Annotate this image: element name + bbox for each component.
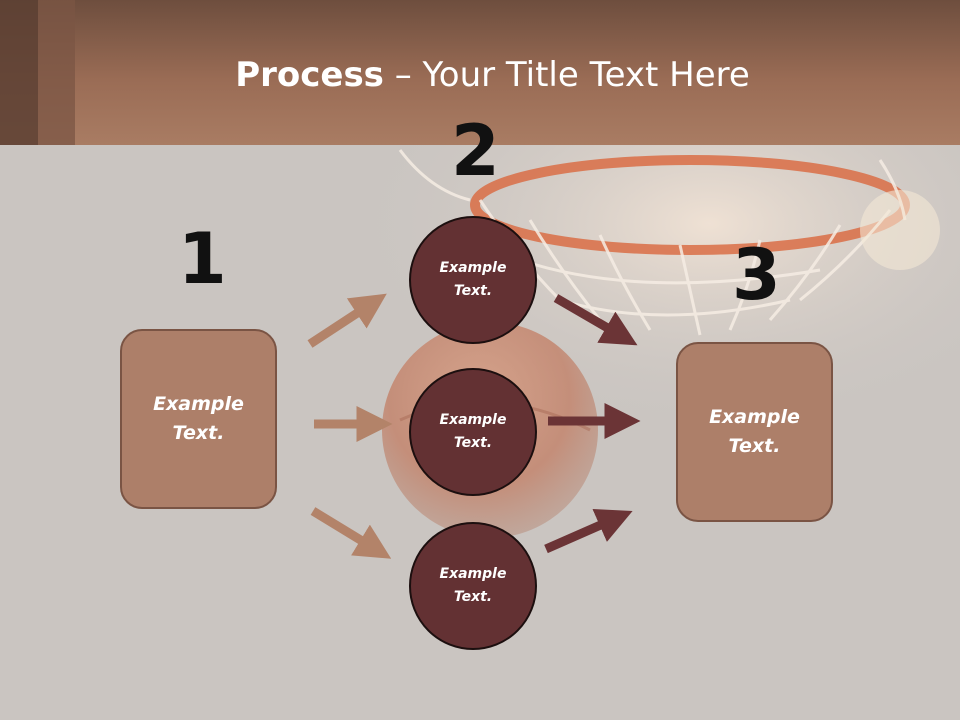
arrow-bottom-to-right [544, 508, 633, 554]
step-number-1: 1 [178, 218, 227, 300]
title-bar [0, 0, 960, 145]
arrow-top-to-right [553, 294, 638, 346]
title-bold-word: Process [235, 55, 384, 95]
header-accent-strip [38, 0, 75, 145]
arrow-left-to-top [307, 293, 387, 348]
slide-title[interactable]: Process – Your Title Text Here [0, 52, 960, 98]
arrow-left-to-bottom [310, 507, 392, 559]
step-number-3: 3 [732, 234, 781, 316]
header-accent-strip [0, 0, 38, 145]
title-rest: – Your Title Text Here [383, 55, 750, 95]
step-number-2: 2 [451, 110, 500, 192]
